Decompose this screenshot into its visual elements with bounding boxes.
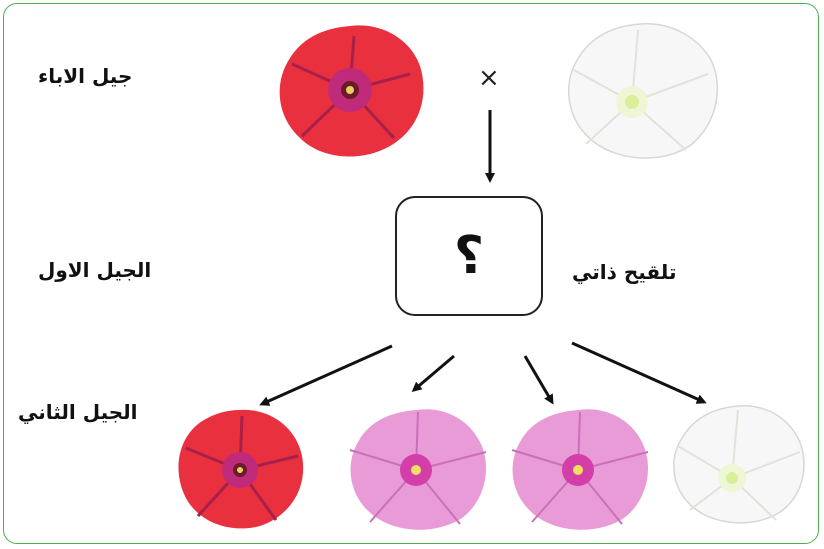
red-flower-icon <box>279 25 424 157</box>
arrow-icon <box>571 341 707 404</box>
label-parents: جيل الاباء <box>38 64 133 88</box>
white-flower-icon <box>568 23 719 159</box>
arrow-icon <box>259 344 393 406</box>
label-first-generation: الجيل الاول <box>38 258 152 282</box>
white-flower-icon <box>673 405 805 524</box>
first-generation-box: ؟ <box>395 196 543 316</box>
question-mark: ؟ <box>453 226 485 286</box>
cross-symbol: × <box>478 63 500 93</box>
label-second-generation: الجيل الثاني <box>18 400 138 424</box>
pink-flower-icon <box>349 409 487 530</box>
arrow-icon <box>523 355 554 405</box>
label-self-pollination: تلقيح ذاتي <box>572 260 677 284</box>
red-flower-icon <box>178 409 304 529</box>
diagram-frame <box>3 3 819 544</box>
arrow-icon <box>411 354 455 392</box>
pink-flower-icon <box>511 409 649 530</box>
